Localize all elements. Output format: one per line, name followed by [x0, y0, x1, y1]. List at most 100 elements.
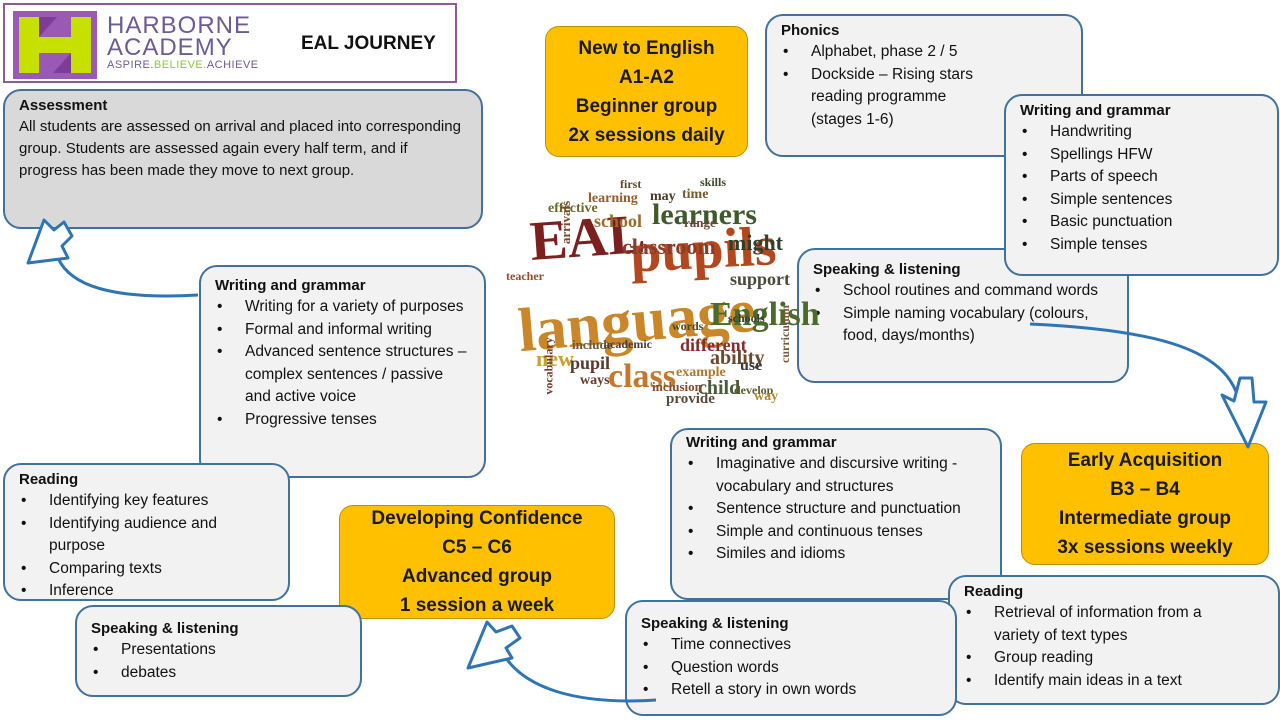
advanced-writing-box: Writing and grammar Writing for a variet… — [199, 265, 486, 478]
word-cloud-word: time — [682, 187, 709, 202]
word-cloud-word: vocabulary — [541, 337, 556, 395]
page-title: EAL JOURNEY — [301, 33, 436, 54]
list-item: Identifying audience and purpose — [19, 513, 276, 558]
intermediate-group-level: B3 – B4 — [1110, 479, 1180, 500]
intermediate-group-sessions: 3x sessions weekly — [1057, 537, 1233, 558]
intermediate-writing-list: Imaginative and discursive writing - voc… — [686, 453, 988, 566]
word-cloud-word: arrivals — [558, 200, 574, 245]
word-cloud-word: include — [572, 337, 613, 352]
word-cloud-word: school — [594, 211, 643, 231]
phonics-list: Alphabet, phase 2 / 5 Dockside – Rising … — [781, 41, 1069, 131]
school-header: HARBORNE ACADEMY ASPIRE.BELIEVE.ACHIEVE … — [3, 3, 457, 83]
advanced-group-sessions: 1 session a week — [399, 595, 555, 616]
word-cloud-word: support — [730, 269, 791, 289]
intermediate-group-box: Early Acquisition B3 – B4 Intermediate g… — [1021, 443, 1269, 565]
list-item: Comparing texts — [19, 558, 276, 581]
list-item: Parts of speech — [1020, 166, 1265, 189]
beginner-group-label: New to English — [578, 37, 715, 59]
box-title: Phonics — [781, 22, 840, 39]
advanced-speaking-box: Speaking & listening Presentations debat… — [75, 605, 362, 697]
word-cloud-word: might — [728, 230, 783, 255]
box-title: Reading — [964, 583, 1024, 600]
beginner-group-name: Beginner group — [575, 95, 718, 117]
word-cloud-word: effective — [548, 201, 598, 216]
box-title: Speaking & listening — [641, 615, 789, 632]
box-title: Writing and grammar — [686, 434, 837, 451]
list-item: Dockside – Rising stars reading programm… — [781, 64, 999, 132]
word-cloud-word: way — [754, 389, 779, 404]
word-cloud-word: use — [740, 357, 763, 374]
beginner-writing-box: Writing and grammar Handwriting Spelling… — [1004, 94, 1279, 276]
school-name: HARBORNE ACADEMY — [107, 12, 252, 61]
list-item: Handwriting — [1020, 121, 1265, 144]
beginner-group-sessions: 2x sessions daily — [568, 124, 725, 146]
box-title: Writing and grammar — [1020, 102, 1171, 119]
list-item: Advanced sentence structures – complex s… — [215, 341, 472, 409]
word-cloud-word: skills — [700, 175, 727, 189]
intermediate-group-name: Intermediate group — [1058, 508, 1232, 529]
intermediate-speaking-list: Time connectives Question words Retell a… — [641, 634, 943, 702]
word-cloud-word: develop — [734, 383, 774, 397]
list-item: Alphabet, phase 2 / 5 — [781, 41, 999, 64]
list-item: Identifying key features — [19, 490, 276, 513]
word-cloud-word: words — [672, 319, 704, 333]
list-item: Imaginative and discursive writing - voc… — [686, 453, 988, 498]
beginner-speaking-list: School routines and command words Simple… — [813, 280, 1115, 348]
assessment-box: Assessment All students are assessed on … — [3, 89, 483, 229]
word-cloud-word: ability — [710, 347, 765, 369]
list-item: debates — [91, 662, 348, 685]
word-cloud-word: ways — [580, 373, 610, 388]
word-cloud-word: learning — [588, 191, 638, 206]
arrow-head-advanced-icon — [466, 620, 522, 670]
assessment-title: Assessment — [19, 97, 108, 114]
advanced-group-level: C5 – C6 — [442, 537, 512, 558]
word-cloud-word: academic — [604, 337, 652, 351]
word-cloud-word: teacher — [506, 269, 544, 283]
advanced-group-label: Developing Confidence — [371, 508, 583, 529]
list-item: Group reading — [964, 647, 1238, 670]
word-cloud-word: English — [710, 296, 820, 333]
list-item: Identify main ideas in a text — [964, 670, 1238, 693]
word-cloud-word: class — [608, 358, 676, 395]
box-title: Writing and grammar — [215, 277, 366, 294]
list-item: Simple tenses — [1020, 234, 1265, 257]
word-cloud-word: inclusion — [652, 379, 702, 394]
list-item: Simple naming vocabulary (colours, food,… — [813, 303, 1115, 348]
list-item: Spellings HFW — [1020, 144, 1265, 167]
list-item: Retell a story in own words — [641, 679, 943, 702]
advanced-group-box: Developing Confidence C5 – C6 Advanced g… — [339, 505, 615, 619]
word-cloud-word: child — [698, 377, 741, 399]
word-cloud-word: curriculum — [778, 305, 792, 363]
beginner-group-box: New to English A1-A2 Beginner group 2x s… — [545, 26, 748, 157]
word-cloud-word: schools — [728, 311, 765, 325]
word-cloud-word: learners — [652, 198, 757, 231]
advanced-writing-list: Writing for a variety of purposes Formal… — [215, 296, 472, 431]
list-item: Similes and idioms — [686, 543, 988, 566]
box-title: Reading — [19, 471, 79, 488]
word-cloud-word: example — [676, 365, 726, 380]
list-item: Writing for a variety of purposes — [215, 296, 472, 319]
advanced-reading-list: Identifying key features Identifying aud… — [19, 490, 276, 603]
beginner-writing-list: Handwriting Spellings HFW Parts of speec… — [1020, 121, 1265, 256]
word-cloud-word: pupil — [570, 353, 611, 373]
word-cloud-word: range — [684, 215, 716, 230]
list-item: Presentations — [91, 639, 348, 662]
intermediate-speaking-box: Speaking & listening Time connectives Qu… — [625, 600, 957, 716]
assessment-text: All students are assessed on arrival and… — [19, 118, 461, 179]
list-item: Inference — [19, 580, 276, 603]
school-logo-icon — [13, 11, 97, 79]
box-title: Speaking & listening — [813, 261, 961, 278]
list-item: Time connectives — [641, 634, 943, 657]
word-cloud-word: may — [650, 189, 676, 204]
list-item: Simple sentences — [1020, 189, 1265, 212]
box-title: Speaking & listening — [91, 620, 239, 637]
arrow-head-intermediate-icon — [1220, 376, 1268, 449]
intermediate-group-label: Early Acquisition — [1067, 450, 1223, 471]
list-item: School routines and command words — [813, 280, 1115, 303]
arrow-advanced-to-assessment-icon — [56, 257, 199, 298]
intermediate-writing-box: Writing and grammar Imaginative and disc… — [670, 428, 1002, 600]
advanced-speaking-list: Presentations debates — [91, 639, 348, 684]
list-item: Simple and continuous tenses — [686, 521, 988, 544]
word-cloud-word: first — [620, 177, 642, 191]
